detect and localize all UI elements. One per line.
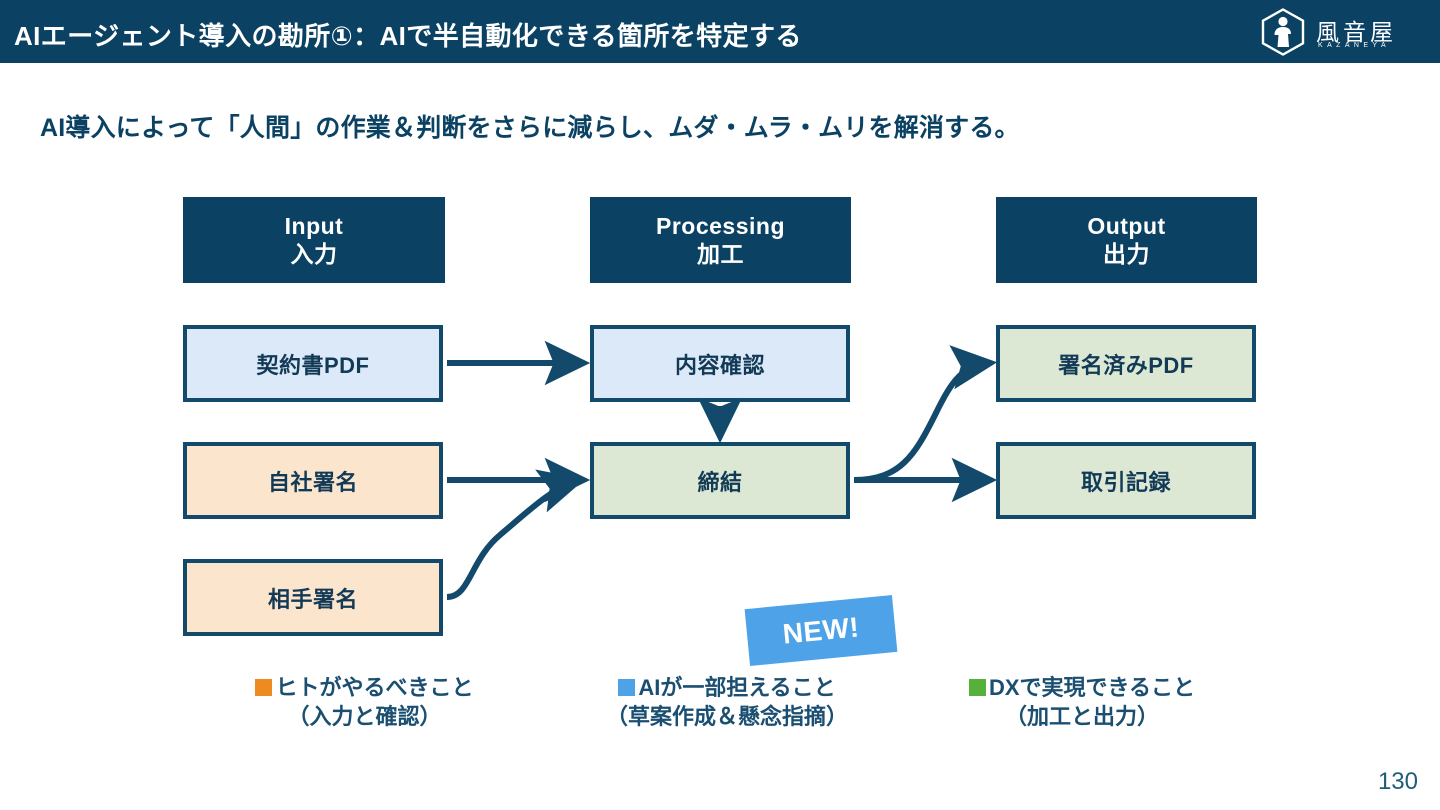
column-header-input-ja: 入力 [290,241,338,267]
column-header-output-ja: 出力 [1102,241,1150,267]
legend-swatch-blue-icon [618,679,636,696]
logo-roman: KAZANEYA [1318,42,1391,49]
column-header-processing-en: Processing [656,212,785,239]
kazaneya-logo: 風音屋 KAZANEYA [1258,6,1418,58]
column-header-input-en: Input [284,212,344,239]
column-header-output-en: Output [1087,212,1166,239]
new-badge: NEW! [744,595,898,666]
page-number: 130 [1377,768,1418,795]
node-transaction-record[interactable]: 取引記録 [996,442,1256,519]
legend-dx-line1: DXで実現できること [988,675,1196,700]
legend-ai-line2: （草案作成＆懸念指摘） [605,703,848,729]
node-own-signature[interactable]: 自社署名 [183,442,443,519]
legend-human-line2: （入力と確認） [287,703,442,729]
node-contract-pdf[interactable]: 契約書PDF [183,325,443,402]
node-signed-pdf[interactable]: 署名済みPDF [996,325,1256,402]
arrow-counterparty-signature-to-conclusion [446,469,585,600]
legend-item-human: ヒトがやるべきこと （入力と確認） [222,674,507,731]
page-title: AIエージェント導入の勘所①：AIで半自動化できる箇所を特定する [14,21,802,51]
node-content-check[interactable]: 内容確認 [590,325,850,402]
legend-item-ai: AIが一部担えること （草案作成＆懸念指摘） [572,674,882,731]
logo-kanji: 風音屋 [1316,20,1397,46]
slide-subtitle: AI導入によって「人間」の作業＆判断をさらに減らし、ムダ・ムラ・ムリを解消する。 [40,114,1020,142]
column-header-processing: Processing 加工 [590,197,851,283]
column-header-output: Output 出力 [996,197,1257,283]
node-conclusion[interactable]: 締結 [590,442,850,519]
arrow-conclusion-to-signed-pdf [853,345,998,483]
legend-dx-line2: （加工と出力） [1004,703,1159,729]
legend-human-line1: ヒトがやるべきこと [275,675,474,700]
legend-ai-line1: AIが一部担えること [638,675,836,700]
title-bar: AIエージェント導入の勘所①：AIで半自動化できる箇所を特定する 風音屋 KAZ… [0,0,1440,63]
node-counterparty-signature[interactable]: 相手署名 [183,559,443,636]
legend-item-dx: DXで実現できること （加工と出力） [937,674,1227,731]
legend-swatch-orange-icon [255,679,273,696]
column-header-processing-ja: 加工 [697,241,744,267]
hexagon-logo-icon [1258,7,1308,57]
column-header-input: Input 入力 [183,197,445,283]
new-badge-label: NEW! [781,610,861,650]
legend-swatch-green-icon [968,679,986,696]
